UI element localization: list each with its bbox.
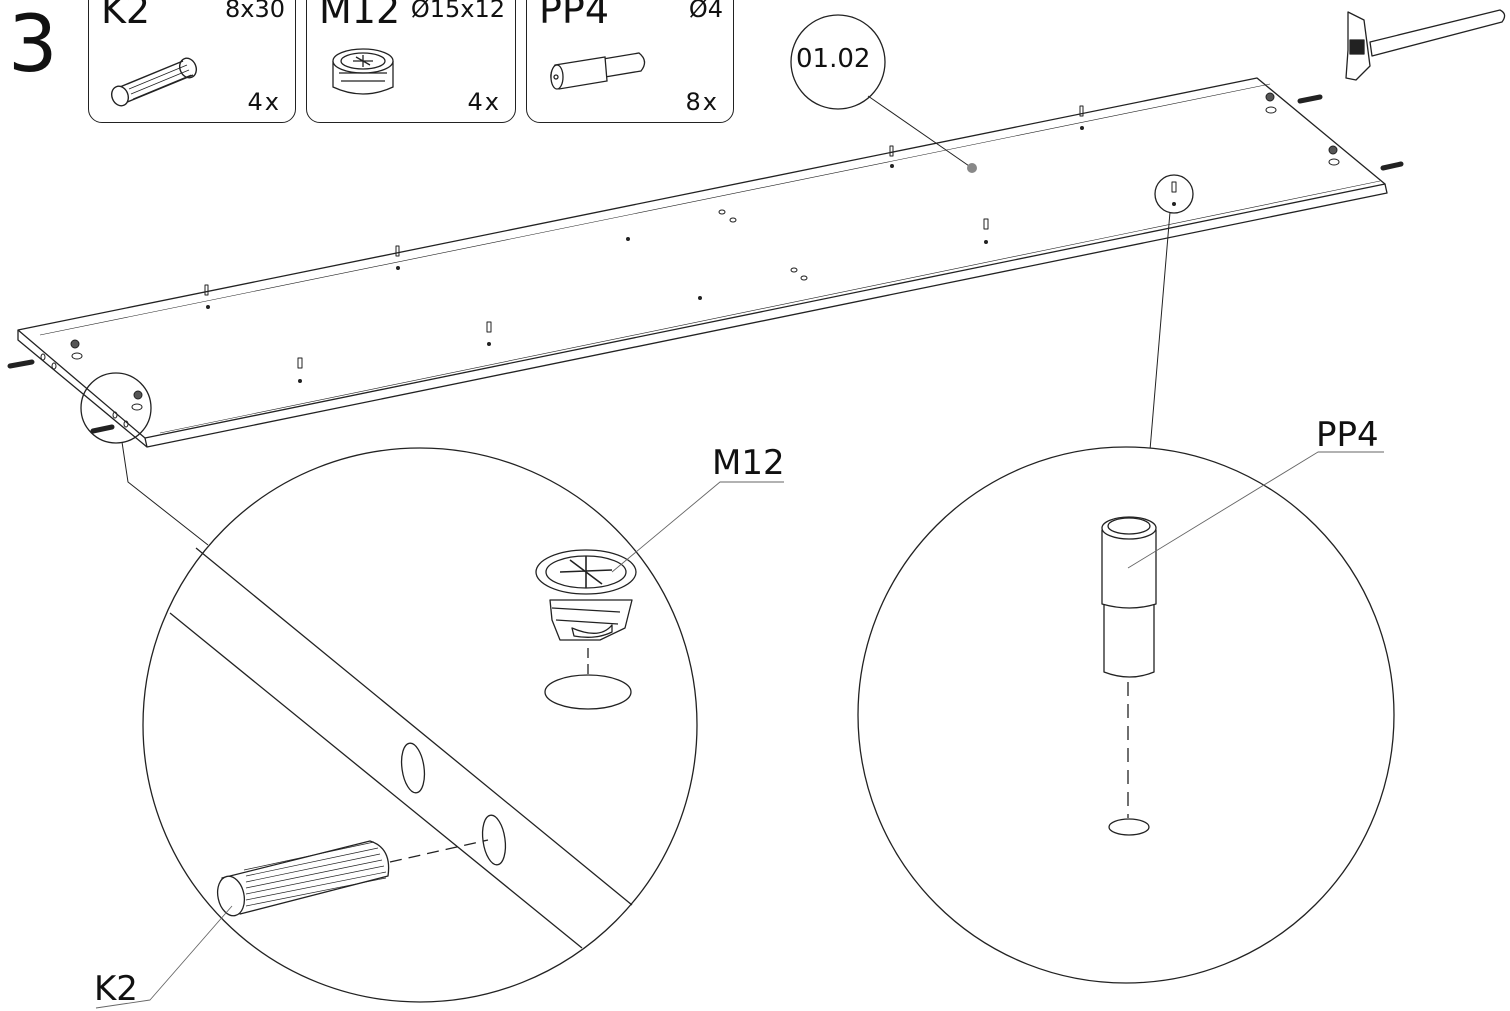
part-qty: 4x: [467, 88, 501, 116]
part-spec: 8x30: [224, 0, 285, 23]
dowel-icon: [110, 57, 198, 107]
pin-marks: [204, 105, 1084, 383]
callout-m12-label: M12: [712, 443, 785, 483]
hammer-icon: [1345, 9, 1506, 81]
detail-circle-pp4-small: [1154, 174, 1194, 214]
panel-01-02: [17, 77, 1388, 448]
callout-k2-label: K2: [94, 969, 138, 1009]
part-box-m12: M12 Ø15x12 4x: [306, 0, 516, 123]
part-box-pp4: PP4 Ø4 8x: [526, 0, 734, 123]
part-box-k2: K2 8x30 4x: [88, 0, 296, 123]
part-code: M12: [319, 0, 401, 32]
step-number: 3: [8, 0, 58, 90]
part-code: K2: [101, 0, 151, 32]
cam-lock-icon: [332, 48, 394, 95]
shelf-pin-detail: [1101, 516, 1157, 678]
part-code: PP4: [539, 0, 610, 32]
dowel-marks: [7, 94, 1404, 434]
detail-circle-k2-small: [80, 372, 152, 444]
detail-circle-right: [857, 446, 1395, 984]
callout-pp4-label: PP4: [1316, 415, 1379, 455]
part-spec: Ø15x12: [410, 0, 505, 23]
shelf-pin-icon: [550, 52, 646, 90]
panel-ref-label: 01.02: [796, 44, 871, 74]
part-qty: 4x: [247, 88, 281, 116]
dowel-detail: [216, 840, 390, 917]
cam-lock-detail: [535, 549, 637, 710]
part-spec: Ø4: [688, 0, 723, 23]
panel-ref-callout: [790, 14, 977, 173]
detail-circle-left: [95, 447, 784, 1009]
part-qty: 8x: [685, 88, 719, 116]
cam-lock-marks: [70, 92, 1340, 411]
